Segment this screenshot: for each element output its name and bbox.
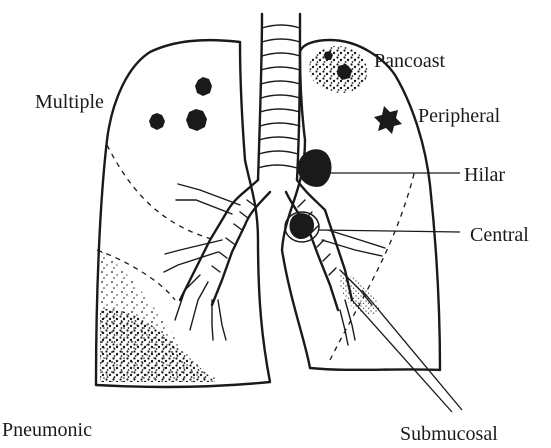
multiple-tumors [149, 77, 212, 131]
tumor-nodule-3 [186, 109, 207, 131]
left-lung-outline [282, 40, 440, 370]
central-leader-line [318, 230, 460, 232]
trachea [258, 14, 300, 180]
hilar-tumor [298, 149, 332, 187]
peripheral-tumor [374, 106, 402, 134]
label-central: Central [470, 224, 529, 246]
submucosal-leader-line-1 [362, 290, 462, 410]
label-submucosal: Submucosal [400, 423, 498, 445]
label-hilar: Hilar [464, 164, 505, 186]
label-pancoast: Pancoast [374, 50, 446, 72]
submucosal-leader-line-2 [352, 300, 452, 412]
label-peripheral: Peripheral [418, 105, 501, 127]
central-tumor [285, 212, 319, 242]
tumor-nodule-1 [195, 77, 212, 96]
label-multiple: Multiple [35, 91, 104, 113]
right-lung-fissure-upper [107, 145, 215, 240]
label-pneumonic: Pneumonic [2, 419, 92, 441]
pancoast-tumor [309, 46, 367, 93]
tumor-nodule-2 [149, 113, 165, 130]
